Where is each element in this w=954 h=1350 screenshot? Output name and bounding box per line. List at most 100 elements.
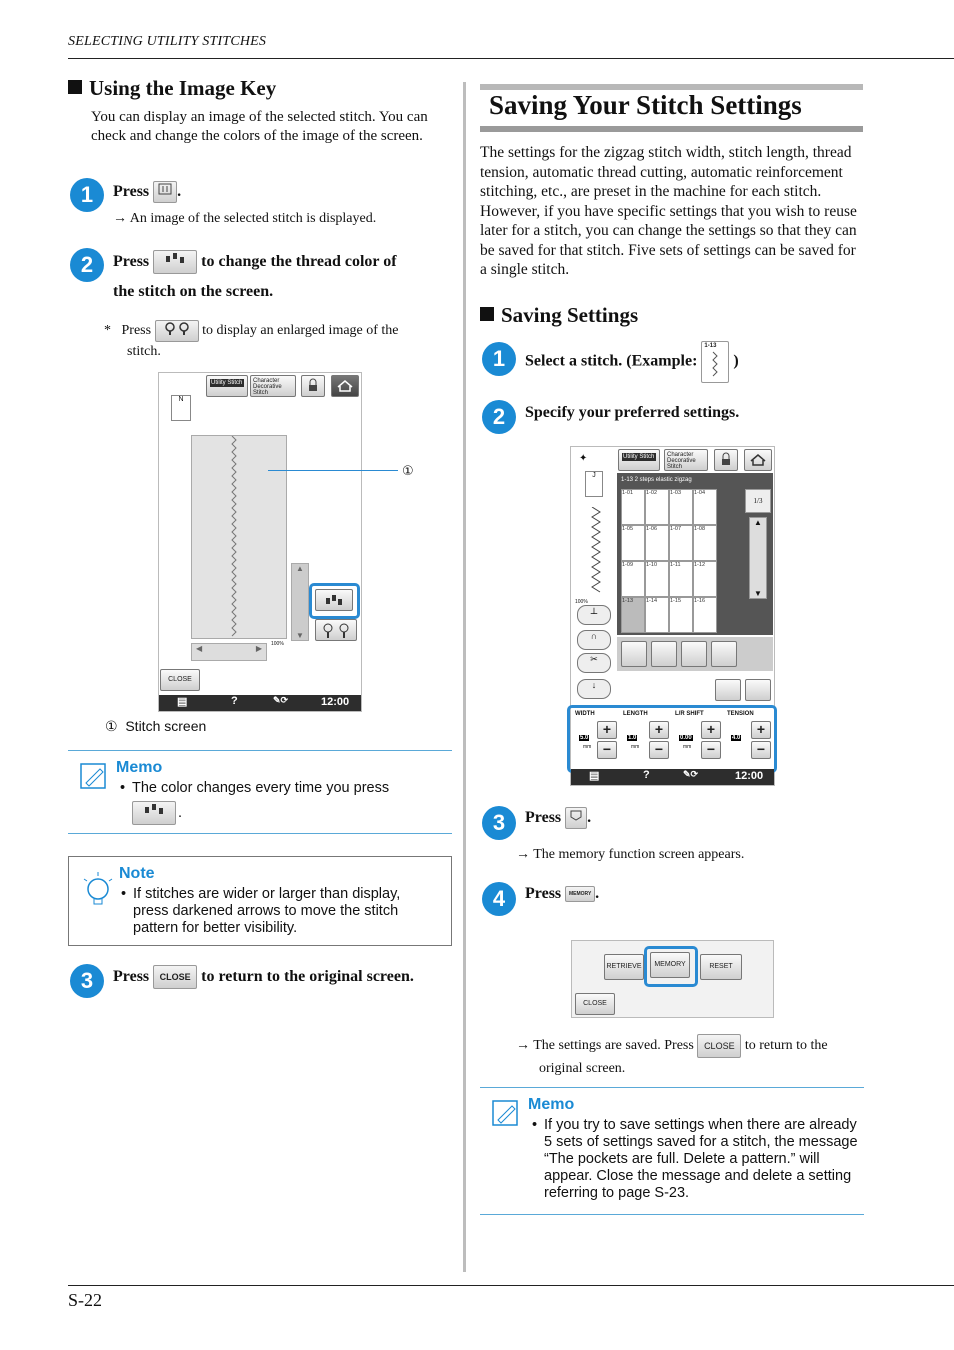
lr-shift-plus-icon[interactable]: +	[701, 721, 721, 739]
stitch-cell-label: 1-12	[694, 562, 706, 568]
stitch-cell-label: 1-07	[670, 526, 682, 532]
thread-spool-icon	[326, 595, 342, 605]
running-title: SELECTING UTILITY STITCHES	[68, 34, 267, 49]
home-icon	[337, 380, 353, 392]
tension-plus-icon[interactable]: +	[751, 721, 771, 739]
image-key-button[interactable]	[715, 679, 741, 701]
stitch-cell-label: 1-13	[622, 598, 634, 604]
home-button[interactable]	[744, 449, 772, 471]
lock-button[interactable]	[714, 449, 738, 471]
scroll-down-icon[interactable]: ▼	[754, 589, 762, 598]
stitch-cell-label: 1-10	[646, 562, 658, 568]
scroll-bar[interactable]: ▲ ▼	[291, 563, 309, 641]
zoom-label: 100%	[575, 599, 588, 605]
width-label: WIDTH	[575, 711, 595, 717]
page-scroll[interactable]: ▲ ▼	[749, 517, 767, 599]
stitch-cell[interactable]: 1-06	[645, 525, 669, 561]
reset-button[interactable]: RESET	[700, 954, 742, 980]
clock: 12:00	[735, 770, 764, 782]
close-button[interactable]: CLOSE	[575, 993, 615, 1015]
stitch-cell[interactable]: 1-16	[693, 597, 717, 633]
stitch-cell[interactable]: 1-15	[669, 597, 693, 633]
help-icon[interactable]: ?	[643, 769, 650, 781]
memo-text: If you try to save settings when there a…	[544, 1117, 858, 1201]
note-text: If stitches are wider or larger than dis…	[133, 886, 401, 936]
character-decorative-tab[interactable]: Character Decorative Stitch	[664, 449, 708, 471]
length-plus-icon[interactable]: +	[649, 721, 669, 739]
stitch-cell[interactable]: 1-04	[693, 489, 717, 525]
width-plus-icon[interactable]: +	[597, 721, 617, 739]
width-minus-icon[interactable]: −	[597, 741, 617, 759]
stitch-cell-label: 1-02	[646, 490, 658, 496]
reverse-stitch-button[interactable]: ∩	[577, 630, 611, 650]
figure-caption: ① Stitch screen	[105, 718, 207, 734]
needle-position-button[interactable]: ⊥	[577, 605, 611, 625]
lr-shift-value: 0.00	[679, 735, 693, 741]
utility-stitch-tab[interactable]: Utility Stitch	[618, 449, 660, 471]
intro-paragraph: The settings for the zigzag stitch width…	[480, 144, 857, 278]
stitch-cell[interactable]: 1-10	[645, 561, 669, 597]
presser-foot-button[interactable]: ↓	[577, 679, 611, 699]
step-instruction: Press CLOSE to return to the original sc…	[113, 962, 414, 992]
stitch-cell-label: 1-15	[670, 598, 682, 604]
lightbulb-icon	[83, 872, 113, 905]
stitch-cell[interactable]: 1-14	[645, 597, 669, 633]
mirror-vertical-button[interactable]	[651, 641, 677, 667]
zigzag-stitch-image	[231, 435, 237, 637]
lock-icon	[722, 452, 730, 465]
scroll-down-icon[interactable]: ▼	[296, 631, 304, 640]
lr-shift-minus-icon[interactable]: −	[701, 741, 721, 759]
manual-icon[interactable]: ▤	[177, 696, 188, 708]
scroll-up-icon[interactable]: ▲	[296, 564, 304, 573]
step-number: 3	[482, 806, 516, 840]
stitch-cell[interactable]: 1-08	[693, 525, 717, 561]
stitch-cell[interactable]: 1-05	[621, 525, 645, 561]
intro-paragraph: You can display an image of the selected…	[91, 109, 428, 144]
stitch-cell[interactable]: 1-01	[621, 489, 645, 525]
mirror-button[interactable]	[621, 641, 647, 667]
memo-box: Memo • The color changes every time you …	[68, 750, 452, 834]
magnify-icon	[323, 623, 349, 638]
page-indicator: 1/3	[745, 489, 771, 513]
free-motion-button[interactable]	[711, 641, 737, 667]
note-title: Note	[119, 865, 155, 882]
settings-icon[interactable]: ✎⟳	[683, 769, 699, 779]
utility-stitch-tab[interactable]: Utility Stitch	[206, 375, 248, 397]
step-note: * Press to display an enlarged image of …	[104, 320, 454, 362]
stitch-cell[interactable]: 1-12	[693, 561, 717, 597]
help-icon[interactable]: ?	[231, 695, 238, 707]
home-button[interactable]	[331, 375, 359, 397]
stitch-cell[interactable]: 1-02	[645, 489, 669, 525]
close-button[interactable]: CLOSE	[160, 669, 200, 691]
scroll-up-icon[interactable]: ▲	[754, 518, 762, 527]
memo-pencil-icon	[492, 1100, 518, 1126]
horizontal-scroll-bar[interactable]: ◀▶	[191, 643, 267, 661]
stitch-cell-label: 1-04	[694, 490, 706, 496]
stitch-cell[interactable]: 1-03	[669, 489, 693, 525]
tension-minus-icon[interactable]: −	[751, 741, 771, 759]
stitch-cell[interactable]: 1-11	[669, 561, 693, 597]
memory-button[interactable]: MEMORY	[650, 952, 690, 978]
stitch-cell[interactable]: 1-07	[669, 525, 693, 561]
settings-icon[interactable]: ✎⟳	[273, 695, 289, 705]
lock-button[interactable]	[301, 375, 325, 397]
retrieve-button[interactable]: RETRIEVE	[604, 954, 644, 980]
callout-line	[268, 470, 398, 471]
section-title-image-key: Using the Image Key	[68, 76, 276, 101]
stitch-cell-label: 1-01	[622, 490, 634, 496]
arrow-icon: →	[516, 1038, 534, 1054]
manual-icon[interactable]: ▤	[589, 770, 600, 782]
thread-color-button[interactable]	[315, 589, 353, 611]
enlarge-button[interactable]	[315, 619, 357, 641]
home-icon	[750, 454, 766, 466]
selected-stitch-header: 1-13 2 steps elastic zigzag	[621, 477, 692, 483]
character-decorative-tab[interactable]: Character Decorative Stitch	[250, 375, 296, 397]
width-unit: mm	[583, 744, 592, 750]
thread-cut-button[interactable]: ✂	[577, 653, 611, 673]
twin-needle-button[interactable]	[681, 641, 707, 667]
stitch-cell[interactable]: 1-09	[621, 561, 645, 597]
length-minus-icon[interactable]: −	[649, 741, 669, 759]
memory-key-button[interactable]	[745, 679, 771, 701]
stitch-cell[interactable]: 1-13	[621, 597, 645, 633]
thread-color-key-icon	[153, 250, 198, 275]
